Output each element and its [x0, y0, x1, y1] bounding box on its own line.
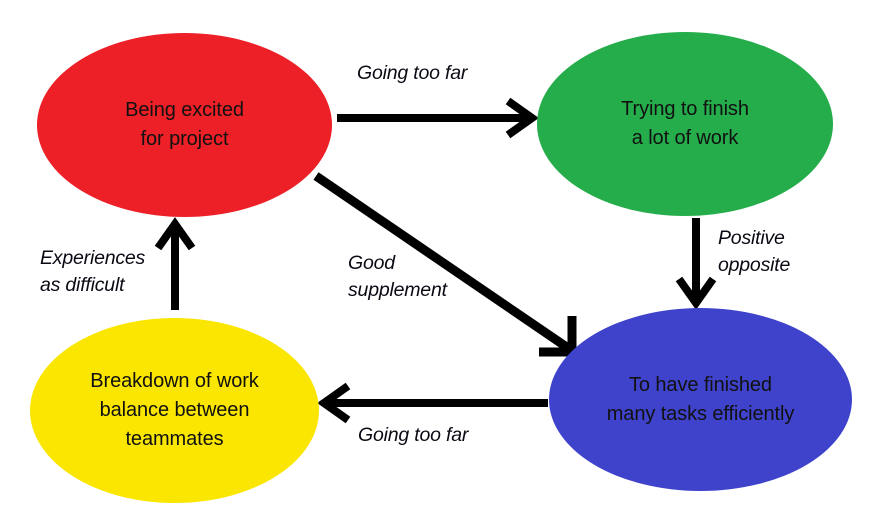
edge-label-experiences-as-difficult: Experiences as difficult [40, 247, 146, 296]
arrow-yellow-to-red [154, 217, 196, 310]
edge-label-going-too-far-top: Going too far [357, 62, 468, 84]
edge-label-good-supplement: Good supplement [348, 252, 447, 301]
node-label-blue: To have finished many tasks efficiently [606, 373, 795, 425]
edge-label-positive-opposite: Positive opposite [718, 227, 791, 276]
edge-label-going-too-far-bottom: Going too far [358, 424, 469, 446]
arrow-blue-to-yellow [317, 382, 548, 424]
node-label-green: Trying to finish a lot of work [621, 98, 749, 149]
node-label-red: Being excited for project [125, 99, 244, 150]
node-breakdown-of-work-balance[interactable]: Breakdown of work balance between teamma… [30, 318, 319, 503]
arrow-red-to-green [337, 97, 539, 139]
node-to-have-finished-many-tasks[interactable]: To have finished many tasks efficiently [549, 308, 852, 491]
node-trying-to-finish-a-lot-of-work[interactable]: Trying to finish a lot of work [537, 32, 833, 216]
arrow-green-to-blue [675, 218, 717, 310]
node-being-excited-for-project[interactable]: Being excited for project [37, 33, 332, 217]
node-label-yellow: Breakdown of work balance between teamma… [90, 370, 259, 450]
